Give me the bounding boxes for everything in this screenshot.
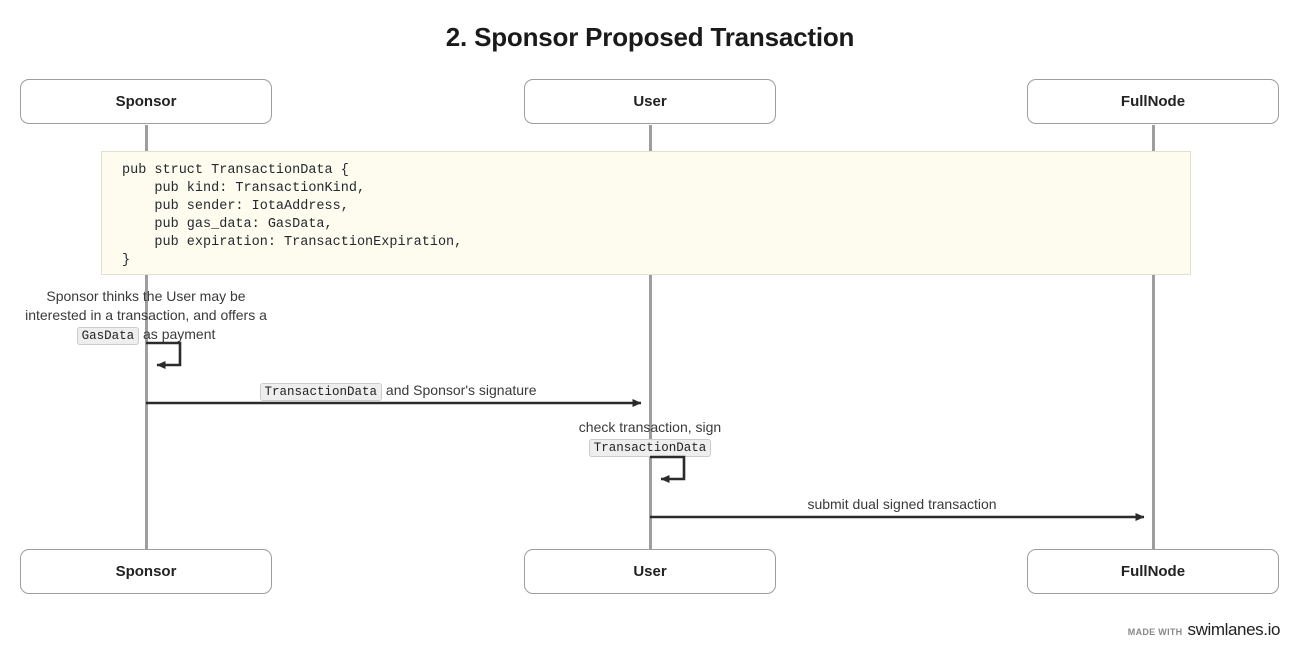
inline-code-gasdata: GasData xyxy=(76,327,140,345)
lifeline-sponsor xyxy=(145,125,148,549)
message-label-sponsor-self: Sponsor thinks the User may be intereste… xyxy=(17,287,275,346)
message-label-user-to-fullnode: submit dual signed transaction xyxy=(652,495,1152,514)
participant-label: FullNode xyxy=(1120,563,1186,580)
watermark-prefix: MADE WITH xyxy=(1127,627,1183,637)
inline-code-transactiondata: TransactionData xyxy=(259,383,383,401)
watermark[interactable]: MADE WITH swimlanes.io xyxy=(1127,620,1281,640)
participant-label: Sponsor xyxy=(115,93,177,110)
code-note-block: pub struct TransactionData { pub kind: T… xyxy=(101,151,1191,275)
participant-fullnode-top[interactable]: FullNode xyxy=(1027,79,1279,124)
arrow-user-self xyxy=(650,455,686,483)
message-text: as payment xyxy=(139,326,216,342)
lifeline-fullnode xyxy=(1152,125,1155,549)
participant-label: FullNode xyxy=(1120,93,1186,110)
participant-fullnode-bottom[interactable]: FullNode xyxy=(1027,549,1279,594)
message-text: check transaction, sign xyxy=(578,419,722,435)
code-note-text: pub struct TransactionData { pub kind: T… xyxy=(122,163,463,268)
participant-user-bottom[interactable]: User xyxy=(524,549,776,594)
participant-sponsor-bottom[interactable]: Sponsor xyxy=(20,549,272,594)
message-text: submit dual signed transaction xyxy=(807,496,997,512)
message-label-sponsor-to-user: TransactionData and Sponsor's signature xyxy=(148,381,648,402)
page-title: 2. Sponsor Proposed Transaction xyxy=(445,22,855,52)
participant-user-top[interactable]: User xyxy=(524,79,776,124)
message-text: and Sponsor's signature xyxy=(382,382,537,398)
watermark-brand: swimlanes.io xyxy=(1187,620,1280,639)
lifeline-user xyxy=(649,125,652,549)
message-text: Sponsor thinks the User may be intereste… xyxy=(25,288,267,323)
participant-label: User xyxy=(633,93,667,110)
participant-label: Sponsor xyxy=(115,563,177,580)
participant-label: User xyxy=(633,563,667,580)
arrow-sponsor-self xyxy=(146,341,182,369)
message-label-user-self: check transaction, sign TransactionData xyxy=(530,418,770,458)
participant-sponsor-top[interactable]: Sponsor xyxy=(20,79,272,124)
inline-code-transactiondata: TransactionData xyxy=(588,439,712,457)
